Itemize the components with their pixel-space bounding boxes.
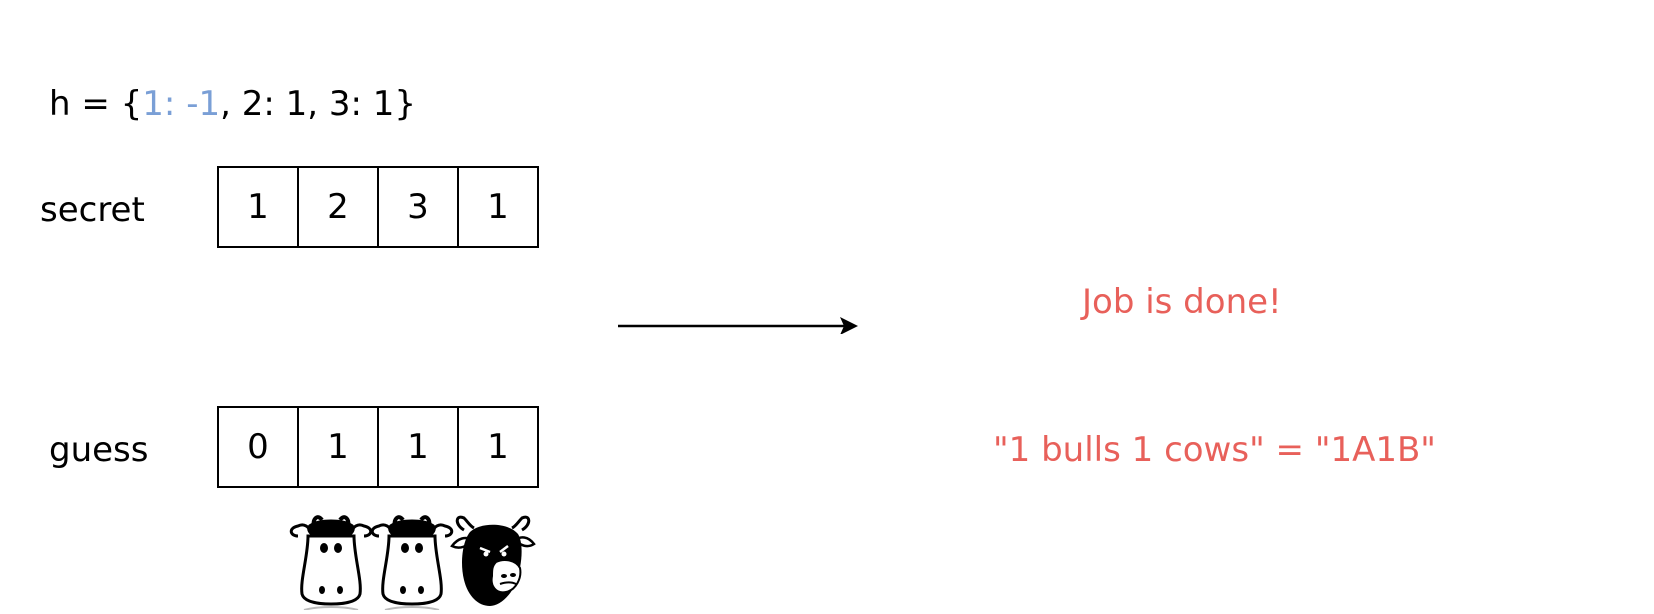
guess-cell: 1: [459, 408, 539, 486]
hash-rest: , 2: 1, 3: 1}: [220, 84, 417, 124]
guess-array: 0 1 1 1: [217, 406, 539, 488]
guess-cell: 1: [379, 408, 459, 486]
secret-cell: 1: [459, 168, 539, 246]
secret-array: 1 2 3 1: [217, 166, 539, 248]
hash-prefix: h = {: [49, 84, 143, 124]
secret-label: secret: [40, 190, 145, 230]
cow-icon: [370, 515, 454, 610]
guess-cell: 0: [219, 408, 299, 486]
guess-label: guess: [49, 430, 149, 470]
cow-icon: [289, 515, 373, 610]
bull-icon: [450, 515, 536, 606]
hash-highlight-key: 1:: [142, 84, 176, 124]
secret-cell: 3: [379, 168, 459, 246]
secret-cell: 1: [219, 168, 299, 246]
result-answer-text: "1 bulls 1 cows" = "1A1B": [993, 430, 1436, 470]
hash-map-line: h = {1: -1, 2: 1, 3: 1}: [49, 82, 416, 126]
hash-highlight-value: -1: [186, 84, 221, 124]
arrow-right-icon: [618, 317, 858, 334]
secret-cell: 2: [299, 168, 379, 246]
job-status-text: Job is done!: [1082, 282, 1282, 322]
guess-cell: 1: [299, 408, 379, 486]
